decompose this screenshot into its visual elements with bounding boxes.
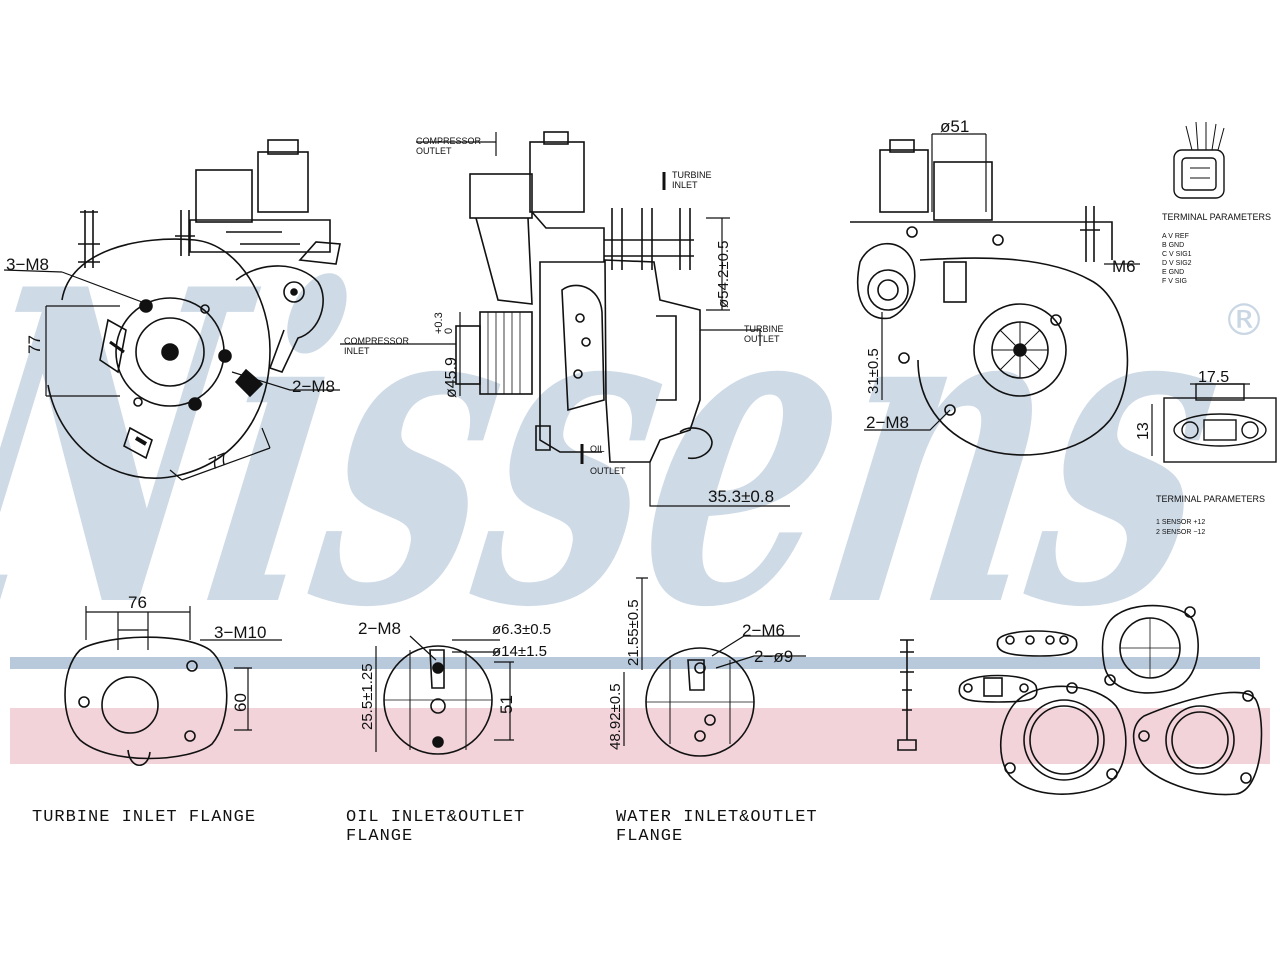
label-compressor-inlet: COMPRESSOR INLET — [344, 336, 412, 356]
dim-d542: ø54.2±0.5 — [715, 241, 732, 308]
terminal-1-c: C V SIG1 — [1162, 251, 1192, 258]
watermark-registered: ® — [1222, 295, 1266, 346]
side-view — [340, 131, 790, 507]
label-compressor-outlet-line2: OUTLET — [416, 146, 452, 156]
water-flange — [623, 577, 806, 757]
label-compressor-outlet-line1: COMPRESSOR — [416, 136, 482, 146]
dim-d14-oil: ø14±1.5 — [492, 643, 547, 660]
terminal-1-b: B GND — [1162, 242, 1184, 249]
dim-4892-water: 48.92±0.5 — [607, 683, 624, 750]
connector-terminal-parameters-2: TERMINAL PARAMETERS — [1156, 494, 1265, 504]
terminal-2-2: 2 SENSOR −12 — [1156, 529, 1205, 536]
dim-d459-tol-upper: +0.3 — [433, 312, 445, 334]
dim-m6-compressor: M6 — [1112, 257, 1136, 276]
terminal-1-f: F V SIG — [1162, 278, 1187, 285]
terminal-1-e: E GND — [1162, 269, 1184, 276]
dim-3m10-flange: 3−M10 — [214, 623, 266, 642]
dim-2m8-turbine-side: 2−M8 — [292, 377, 335, 396]
dim-2m6-water: 2−M6 — [742, 621, 785, 640]
watermark-brand: Nissens — [0, 197, 1255, 702]
dim-d9-water: 2−ø9 — [754, 647, 793, 666]
dim-2m8-oil: 2−M8 — [358, 619, 401, 638]
label-turbine-outlet-line2: OUTLET — [744, 334, 780, 344]
dim-31-compressor: 31±0.5 — [865, 348, 882, 394]
watermark-band-blue — [10, 657, 1260, 669]
label-turbine-inlet-line2: INLET — [672, 180, 698, 190]
label-turbine-inlet: TURBINE INLET — [672, 170, 714, 190]
label-compressor-inlet-line1: COMPRESSOR — [344, 336, 410, 346]
terminal-1-d: D V SIG2 — [1162, 260, 1192, 267]
dim-255-oil: 25.5±1.25 — [359, 663, 376, 730]
terminal-1-a: A V REF — [1162, 233, 1189, 240]
dim-13-connector: 13 — [1135, 422, 1152, 440]
label-turbine-outlet: TURBINE OUTLET — [744, 324, 786, 344]
turbine-inlet-flange — [64, 606, 282, 767]
terminal-2-1: 1 SENSOR +12 — [1156, 519, 1205, 526]
dim-d459-tol-lower: 0 — [443, 328, 455, 334]
caption-turbine-inlet-flange: TURBINE INLET FLANGE — [32, 808, 257, 827]
label-turbine-inlet-line1: TURBINE — [672, 170, 712, 180]
dim-175-connector: 17.5 — [1198, 369, 1229, 386]
dim-60-flange: 60 — [231, 693, 250, 712]
dim-d459-tolerance: +0.3 0 — [433, 309, 455, 334]
label-oil-outlet-line1: OIL — [590, 444, 605, 454]
bolt-and-gaskets — [897, 604, 1263, 796]
watermark: Nissens ® — [0, 197, 1270, 764]
label-turbine-outlet-line1: TURBINE — [744, 324, 784, 334]
dim-76-flange: 76 — [128, 593, 147, 612]
compressor-side-view — [850, 133, 1140, 456]
caption-water-flange: WATER INLET&OUTLET FLANGE — [616, 808, 818, 846]
label-oil-outlet: OIL OUTLET — [590, 444, 626, 476]
caption-oil-flange: OIL INLET&OUTLET FLANGE — [346, 808, 526, 846]
dim-d63-oil: ø6.3±0.5 — [492, 621, 551, 638]
terminal-list-2: 1 SENSOR +12 2 SENSOR −12 — [1156, 519, 1207, 536]
dim-2155-water: 21.55±0.5 — [625, 599, 642, 666]
connector-detail — [1151, 121, 1277, 463]
connector-terminal-parameters-1: TERMINAL PARAMETERS — [1162, 212, 1271, 222]
watermark-band-red — [10, 708, 1270, 764]
dim-2m8-compressor: 2−M8 — [866, 413, 909, 432]
oil-flange — [375, 635, 514, 755]
label-oil-outlet-line2: OUTLET — [590, 466, 626, 476]
dim-d51-compressor: ø51 — [940, 117, 969, 136]
dim-77-vertical: 77 — [25, 335, 44, 354]
turbine-side-view — [3, 139, 341, 481]
dim-3m8-turbine-side: 3−M8 — [6, 255, 49, 274]
dim-d459: ø45.9 — [443, 357, 460, 398]
label-compressor-outlet: COMPRESSOR OUTLET — [416, 136, 484, 156]
terminal-list-1: A V REF B GND C V SIG1 D V SIG2 E GND F … — [1162, 233, 1194, 285]
dim-51-oil: 51 — [497, 695, 516, 714]
dim-353: 35.3±0.8 — [708, 487, 774, 506]
label-compressor-inlet-line2: INLET — [344, 346, 370, 356]
